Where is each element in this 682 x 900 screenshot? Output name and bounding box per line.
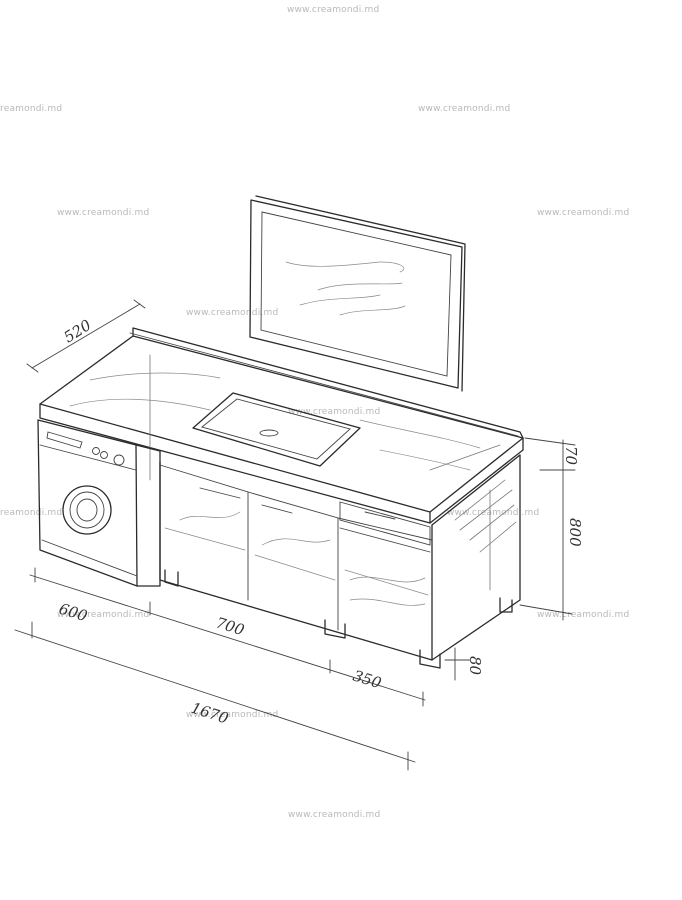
dim-height: 800	[566, 518, 584, 547]
watermark-bottom: www.creamondi.md	[288, 810, 381, 820]
watermark-cabinet: www.creamondi.md	[447, 508, 540, 518]
mirror	[249, 195, 466, 392]
watermark-sink: www.creamondi.md	[288, 407, 381, 417]
dim-middle-width: 700	[214, 614, 247, 640]
watermark-right-mid: www.creamondi.md	[537, 208, 630, 218]
dim-leg-height: 80	[466, 656, 484, 676]
dim-top-thickness: 70	[562, 446, 580, 466]
watermark-top: www.creamondi.md	[287, 5, 380, 15]
watermark-lower: www.creamondi.md	[186, 710, 279, 720]
watermark-left-edge-2: reamondi.md	[0, 508, 63, 518]
dim-right-width: 350	[351, 667, 384, 693]
dim-depth: 520	[61, 316, 95, 347]
watermark-washer-base: www.creamondi.md	[57, 610, 150, 620]
dimension-lines	[14, 299, 576, 771]
watermark-center: www.creamondi.md	[186, 308, 279, 318]
watermark-left-edge: reamondi.md	[0, 104, 63, 114]
watermark-right-upper: www.creamondi.md	[418, 104, 511, 114]
dim-washer-width: 600	[57, 600, 90, 626]
countertop	[39, 327, 524, 524]
dim-total-width: 1670	[189, 699, 231, 728]
watermark-left-mid: www.creamondi.md	[57, 208, 150, 218]
cabinet	[159, 454, 521, 669]
sink	[192, 392, 361, 467]
washing-machine	[37, 419, 161, 587]
watermark-right-low: www.creamondi.md	[537, 610, 630, 620]
